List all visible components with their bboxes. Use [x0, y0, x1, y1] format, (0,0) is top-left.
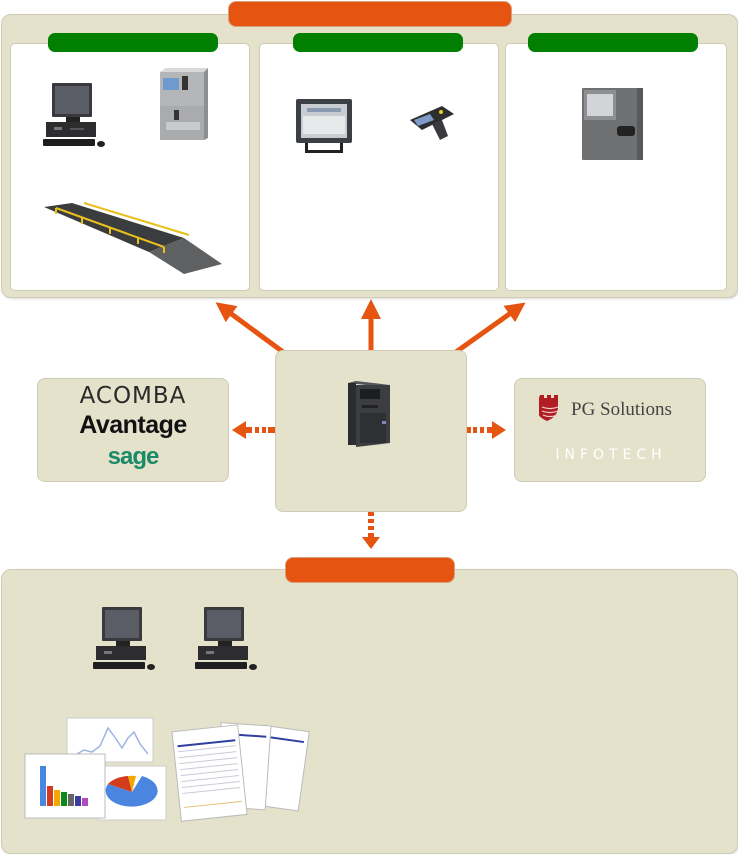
avantage-logo: Avantage — [79, 411, 187, 439]
top-column-1-header — [48, 33, 218, 52]
top-column-2 — [259, 43, 499, 291]
industrial-terminal-cabinet-icon — [581, 86, 645, 162]
tower-server-icon — [348, 381, 392, 447]
ticket-kiosk-icon — [158, 68, 212, 144]
top-column-1 — [10, 43, 250, 291]
pg-solutions-logo: PG Solutions — [571, 399, 672, 420]
top-column-2-header — [293, 33, 463, 52]
top-column-3-header — [528, 33, 698, 52]
handheld-scanner-icon — [408, 104, 454, 142]
touch-panel-terminal-icon — [295, 98, 353, 154]
pg-solutions-shield-icon — [539, 395, 561, 421]
acomba-logo: ACOMBA — [79, 383, 187, 409]
left-partner-panel: ACOMBA Avantage sage — [37, 378, 229, 482]
top-column-3 — [505, 43, 727, 291]
charts-reports-icon — [22, 716, 168, 822]
truck-scale-icon — [44, 202, 222, 274]
printed-reports-icon — [170, 718, 310, 826]
infotech-logo: INFOTECH — [555, 447, 667, 463]
sage-logo: sage — [107, 443, 160, 470]
right-partner-panel: PG Solutions INFOTECH — [514, 378, 706, 482]
bottom-group-header — [285, 557, 455, 583]
desktop-computer-icon — [194, 606, 260, 672]
top-group-header — [228, 1, 512, 27]
desktop-computer-icon — [92, 606, 158, 672]
desktop-computer-icon — [42, 82, 108, 150]
